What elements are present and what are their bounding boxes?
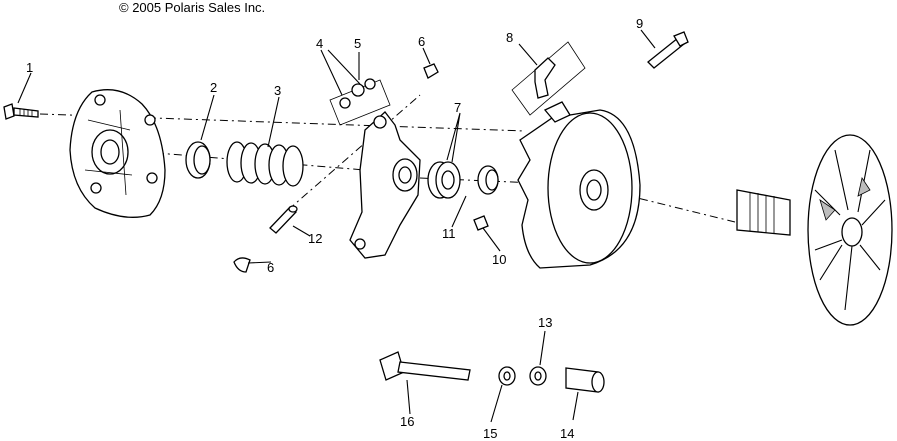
part-moveable-sheave — [517, 101, 641, 269]
callout-16: 16 — [400, 414, 414, 429]
part-bolt — [3, 103, 39, 120]
leader-lines — [17, 29, 656, 423]
part-washer-small — [529, 366, 547, 386]
part-hardware-bolt — [379, 351, 471, 381]
callout-1: 1 — [26, 60, 33, 75]
callout-2: 2 — [210, 80, 217, 95]
callout-10: 10 — [492, 252, 506, 267]
callout-8: 8 — [506, 30, 513, 45]
part-upper-fastener — [423, 63, 439, 79]
part-pin — [269, 205, 298, 234]
part-small-fastener — [473, 215, 489, 231]
callout-11: 11 — [442, 226, 456, 241]
callout-12: 12 — [308, 231, 322, 246]
callout-7: 7 — [454, 100, 461, 115]
part-spider — [349, 111, 421, 259]
part-nuts — [329, 78, 391, 126]
callout-9: 9 — [636, 16, 643, 31]
callout-numbers: 1 2 3 4 5 6 7 8 9 10 11 12 6 13 14 15 16 — [26, 16, 643, 441]
part-long-bolt — [647, 31, 689, 69]
part-cover — [69, 89, 166, 218]
callout-4: 4 — [316, 36, 323, 51]
part-spacer — [565, 367, 605, 393]
callout-3: 3 — [274, 83, 281, 98]
part-spring — [226, 141, 304, 187]
callout-6-bottom: 6 — [267, 260, 274, 275]
callout-14: 14 — [560, 426, 574, 441]
callout-13: 13 — [538, 315, 552, 330]
callout-6-top: 6 — [418, 34, 425, 49]
part-bracket — [511, 41, 586, 116]
part-washer — [498, 366, 516, 386]
copyright-notice: © 2005 Polaris Sales Inc. — [119, 0, 266, 15]
callout-15: 15 — [483, 426, 497, 441]
part-lower-cap — [233, 257, 251, 273]
part-rollers — [427, 161, 461, 199]
part-bushing — [477, 165, 499, 195]
part-fixed-sheave — [736, 134, 893, 326]
callout-5: 5 — [354, 36, 361, 51]
part-bushing-ring — [185, 141, 211, 179]
